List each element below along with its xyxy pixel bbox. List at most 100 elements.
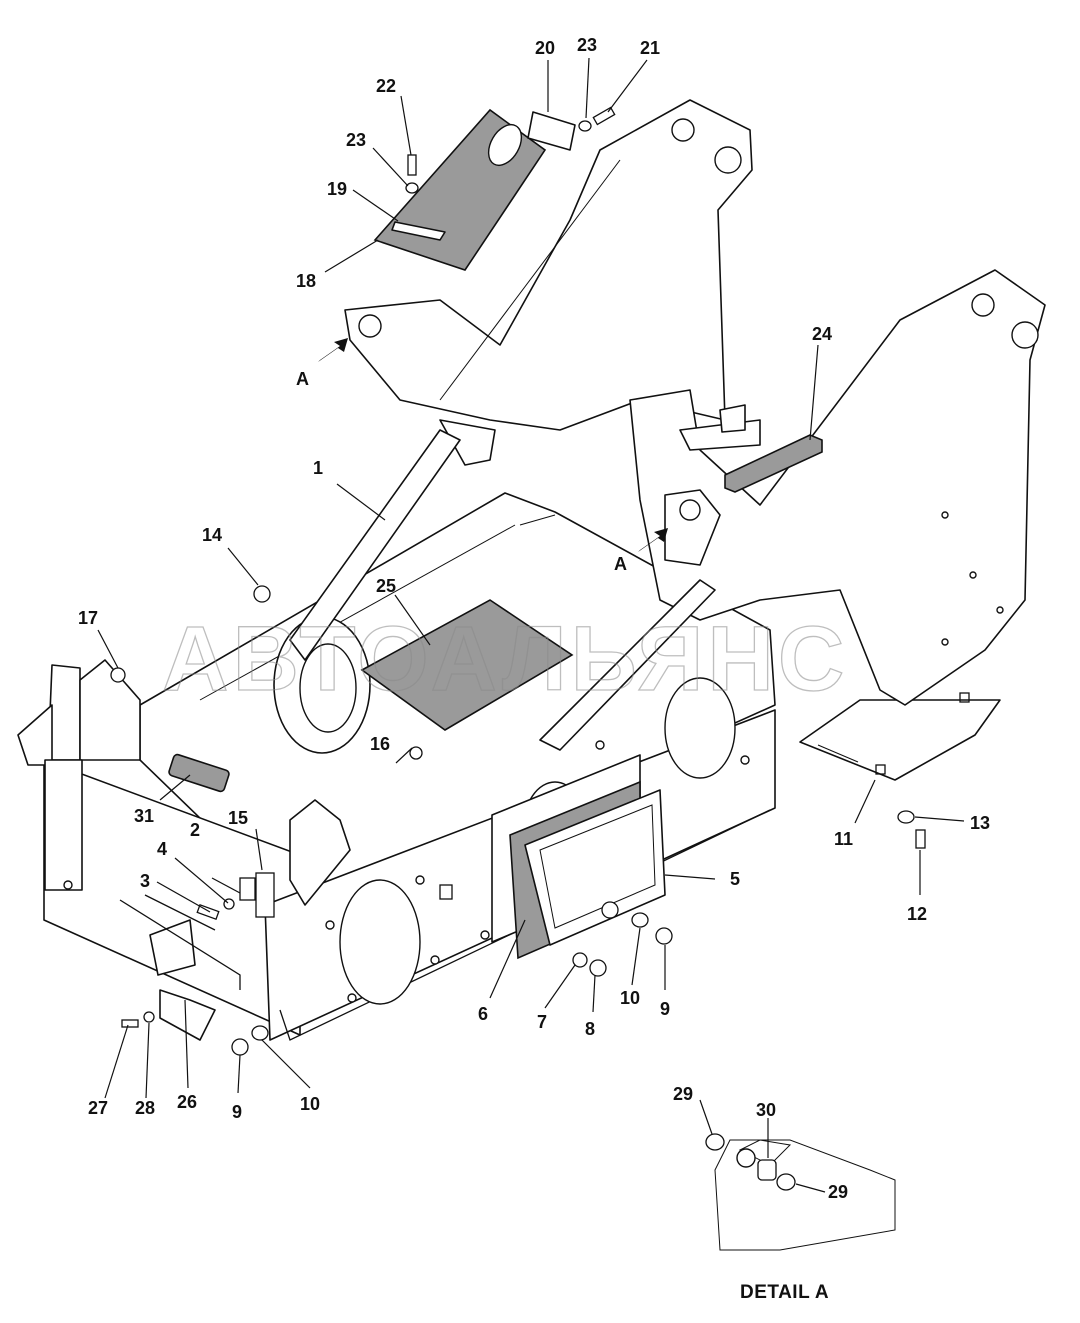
platform-hole [959, 692, 970, 703]
view-marker-a: A [614, 554, 627, 574]
bolt-hole [941, 638, 949, 646]
callout-21: 21 [640, 38, 660, 58]
deck-flange-bore [299, 643, 357, 733]
callout-31: 31 [134, 806, 154, 826]
callout-10: 10 [300, 1094, 320, 1114]
callout-29: 29 [828, 1182, 848, 1202]
bolt [121, 1019, 139, 1028]
floor-cover-plate [360, 599, 574, 731]
inspection-cover [524, 789, 666, 946]
bracket-clamp [527, 111, 576, 151]
callout-28: 28 [135, 1098, 155, 1118]
arm-strut [289, 429, 461, 661]
callout-20: 20 [535, 38, 555, 58]
detail-washer [705, 1133, 725, 1151]
arm-strut [539, 579, 716, 751]
callout-27: 27 [88, 1098, 108, 1118]
callout-26: 26 [177, 1092, 197, 1112]
bolt-head [409, 746, 423, 760]
callout-2: 2 [190, 820, 200, 840]
bolt-hole [325, 920, 335, 930]
arm-edge [439, 159, 621, 401]
nut [253, 585, 271, 603]
bolt-hole [480, 930, 490, 940]
bottom-bracket [149, 919, 196, 976]
detail-washer [776, 1173, 796, 1191]
detail-a-view [705, 1133, 896, 1251]
frame-underside [119, 899, 241, 990]
washer [578, 120, 592, 132]
arm-pivot-hole [1011, 321, 1039, 349]
view-arrow-icon [318, 338, 348, 362]
leader-lines [97, 57, 965, 1193]
bolt-hole [415, 875, 425, 885]
cap [110, 667, 126, 683]
data-plate [168, 753, 230, 793]
arm-bracket [439, 419, 496, 466]
bolt-hole [347, 993, 357, 1003]
callout-23: 23 [346, 130, 366, 150]
bolt-hole [969, 571, 977, 579]
watermark: АВТОАЛЬЯНС [162, 608, 848, 710]
arm-pivot-hole [714, 146, 742, 174]
callout-7: 7 [537, 1012, 547, 1032]
bolt [407, 154, 417, 176]
bolt-hole [740, 755, 750, 765]
callout-14: 14 [202, 525, 222, 545]
bracket-slot [487, 124, 523, 166]
callout-6: 6 [478, 1004, 488, 1024]
weld-nut [439, 884, 453, 900]
bracket-shim [391, 221, 446, 241]
callout-11: 11 [834, 829, 853, 849]
platform-slot [817, 744, 859, 763]
callout-19: 19 [327, 179, 347, 199]
callout-13: 13 [970, 813, 990, 833]
plate [255, 872, 275, 918]
rear-lug [289, 799, 351, 906]
right-arm-body [629, 269, 1046, 706]
callout-29: 29 [673, 1084, 693, 1104]
bolt-hole [430, 955, 440, 965]
callout-3: 3 [140, 871, 150, 891]
callout-17: 17 [78, 608, 98, 628]
nut [655, 927, 673, 945]
washer [251, 1025, 269, 1041]
arm-pivot-hole [358, 314, 382, 338]
washer [405, 182, 419, 194]
cover-plug [601, 901, 619, 919]
rear-platform [799, 699, 1001, 781]
right-lift-arm [539, 269, 1046, 751]
bolt [592, 106, 616, 126]
bolt-hole [595, 740, 605, 750]
deck-edge [199, 524, 516, 701]
view-marker-a: A [296, 369, 309, 389]
bolt-hole [941, 511, 949, 519]
callout-23: 23 [577, 35, 597, 55]
front-plate [44, 759, 83, 891]
bolt-hole [996, 606, 1004, 614]
callout-10: 10 [620, 988, 640, 1008]
callout-25: 25 [376, 576, 396, 596]
platform-hole [875, 764, 886, 775]
arm-pivot-hole [971, 293, 995, 317]
washer [897, 810, 915, 824]
arm-pivot-hole [671, 118, 695, 142]
detail-frame-outline [714, 1139, 896, 1251]
plug [231, 1038, 249, 1056]
callout-16: 16 [370, 734, 390, 754]
nut [589, 959, 607, 977]
callout-4: 4 [157, 839, 167, 859]
side-opening [339, 879, 421, 1005]
plate [239, 877, 256, 901]
bolt-hole [63, 880, 73, 890]
callout-9: 9 [660, 999, 670, 1019]
washer [143, 1011, 155, 1023]
front-lug [79, 659, 141, 761]
clip-bracket [159, 989, 216, 1041]
detail-pivot [736, 1148, 756, 1168]
deck-edge [519, 514, 556, 526]
arm-tab [719, 404, 746, 433]
washer [572, 952, 588, 968]
arm-pivot-hole [679, 499, 701, 521]
